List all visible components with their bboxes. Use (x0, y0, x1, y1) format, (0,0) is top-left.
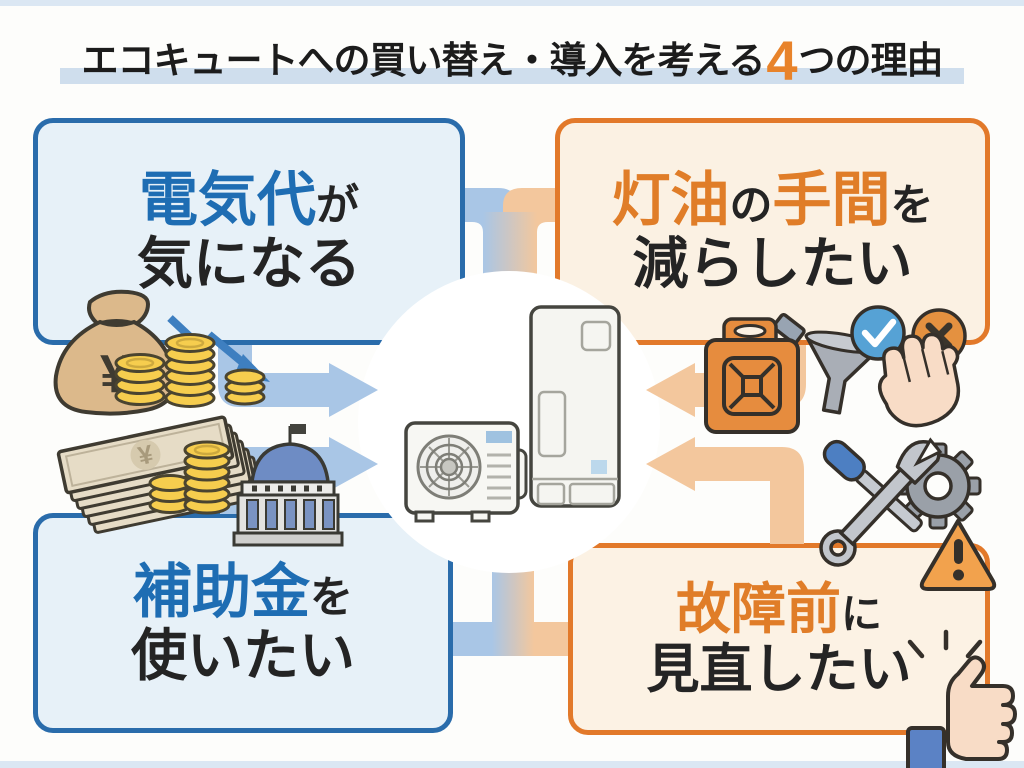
title-highlight-band (60, 68, 964, 84)
reason-box-breakdown: 故障前に 見直したい (568, 543, 990, 735)
reason-box-kerosene: 灯油の手間を 減らしたい (555, 118, 990, 345)
particle: に (841, 590, 882, 637)
accent-word: 補助金 (132, 558, 310, 625)
top-edge-strip (0, 0, 1024, 6)
title-text-pre: エコキュートへの買い替え・導入を考える (81, 40, 765, 81)
title-text-post: つの理由 (798, 40, 944, 81)
yen-symbol: ¥ (135, 439, 156, 471)
reason-box-electricity: 電気代が 気になる (33, 118, 465, 345)
coin-stack-icon (148, 440, 231, 515)
blue-arrow-bottom (220, 437, 378, 514)
particle: を (890, 182, 934, 231)
reason-line1: 灯油の手間を (611, 167, 933, 233)
reason-box-subsidy: 補助金を 使いたい (33, 513, 453, 733)
particle: を (310, 573, 353, 622)
particle: が (316, 182, 359, 231)
orange-arrow-top (646, 345, 806, 417)
orange-arrow-bottom (646, 437, 804, 544)
title-number-4: 4 (766, 29, 797, 92)
reason-line1: 補助金を (133, 559, 353, 625)
screwdriver-icon (822, 439, 923, 533)
reason-line1: 電気代が (139, 167, 359, 233)
reason-line2: 使いたい (131, 623, 355, 687)
bottom-edge-strip (0, 761, 1024, 768)
yen-symbol: ¥ (100, 344, 130, 404)
accent-word: 灯油 (611, 167, 730, 234)
reason-line1: 故障前に (675, 577, 882, 641)
accent-word: 故障前 (675, 577, 841, 640)
coin-stack-icon (114, 333, 266, 408)
particle: の (729, 182, 773, 231)
reason-line2: 見直したい (646, 640, 912, 700)
page-title: エコキュートへの買い替え・導入を考える4つの理由 (0, 30, 1024, 92)
center-circle (358, 271, 660, 573)
reason-line2: 気になる (137, 232, 361, 296)
reason-line2: 減らしたい (632, 232, 913, 296)
gear-icon (894, 442, 982, 530)
accent-word: 電気代 (138, 167, 316, 234)
blue-arrow-top (218, 345, 378, 417)
accent-word: 手間 (772, 167, 891, 234)
